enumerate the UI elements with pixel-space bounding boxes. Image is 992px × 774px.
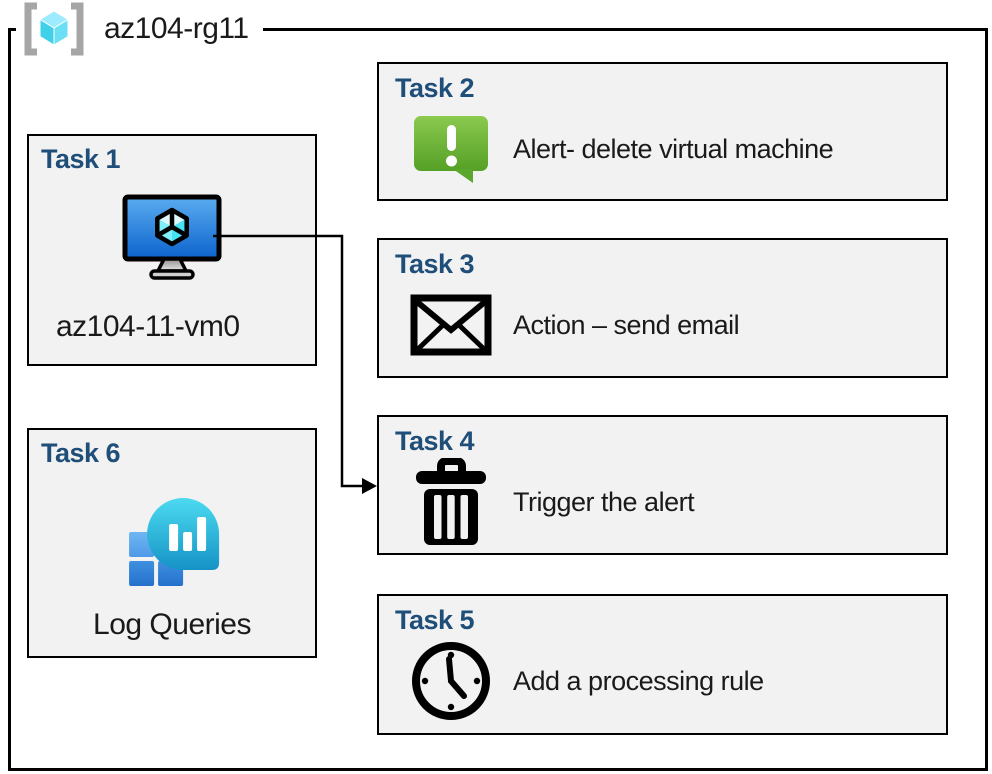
task-1-text: az104-11-vm0	[56, 310, 240, 343]
trash-delete-icon	[405, 458, 497, 546]
task-4-text: Trigger the alert	[513, 486, 695, 517]
task-6-card: Task 6	[27, 428, 317, 658]
task-1-label: Task 1	[41, 144, 121, 174]
task-6-text: Log Queries	[93, 608, 251, 641]
task-5-text: Add a processing rule	[513, 665, 764, 696]
task-1-card: Task 1 az104	[27, 134, 317, 366]
clock-icon	[405, 640, 497, 722]
task-2-text: Alert- delete virtual machine	[513, 133, 834, 164]
task-4-card: Task 4 Trigger the alert	[377, 415, 948, 555]
task-3-label: Task 3	[395, 249, 475, 279]
task-3-text: Action – send email	[513, 309, 740, 340]
virtual-machine-icon	[122, 194, 222, 287]
task-3-card: Task 3 Action – send email	[377, 238, 948, 378]
task-2-label: Task 2	[395, 73, 475, 103]
task-5-card: Task 5 Add a processing rule	[377, 594, 948, 735]
resource-group-header: az104-rg11	[16, 2, 263, 56]
task-4-label: Task 4	[395, 426, 475, 456]
task-5-label: Task 5	[395, 605, 475, 635]
resource-group-title: az104-rg11	[104, 12, 249, 45]
resource-group-icon	[20, 2, 88, 56]
alert-message-icon	[405, 112, 497, 186]
log-analytics-icon	[125, 486, 227, 591]
email-envelope-icon	[405, 294, 497, 356]
task-6-label: Task 6	[41, 438, 121, 468]
task-2-card: Task 2 Alert- delete virtual machine	[377, 62, 948, 201]
